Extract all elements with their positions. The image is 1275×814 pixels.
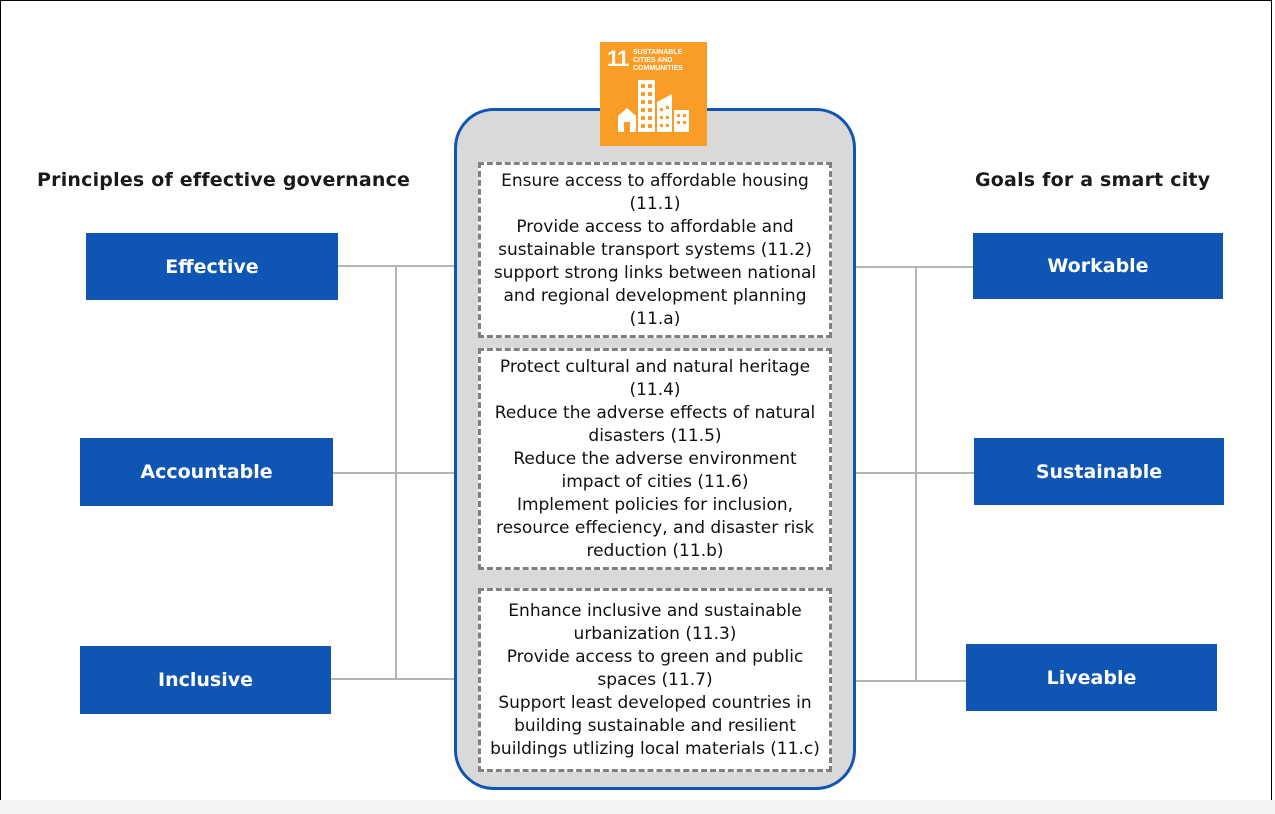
- sdg-11-badge: 11 SUSTAINABLE CITIES AND COMMUNITIES: [600, 42, 707, 146]
- goal-sustainable: Sustainable: [974, 438, 1224, 505]
- goal-workable: Workable: [973, 233, 1223, 299]
- target-group-3: Enhance inclusive and sustainable urbani…: [478, 588, 832, 772]
- sdg-title: SUSTAINABLE CITIES AND COMMUNITIES: [633, 49, 683, 72]
- target-item: Support least developed countries in bui…: [490, 692, 820, 759]
- principles-heading: Principles of effective governance: [37, 169, 411, 191]
- target-item: support strong links between national an…: [493, 262, 817, 329]
- target-group-2: Protect cultural and natural heritage (1…: [478, 348, 832, 570]
- principle-effective: Effective: [86, 233, 338, 300]
- connector-accountable: [333, 472, 480, 474]
- connector-right-vertical: [915, 266, 917, 682]
- target-item: Enhance inclusive and sustainable urbani…: [508, 600, 802, 644]
- connector-sustainable: [832, 472, 974, 474]
- connector-effective: [338, 265, 480, 267]
- target-item: Implement policies for inclusion, resour…: [495, 494, 815, 561]
- city-buildings-icon: [618, 80, 689, 132]
- goal-liveable: Liveable: [966, 644, 1217, 711]
- connector-left-vertical: [395, 265, 397, 680]
- connector-workable: [832, 266, 973, 268]
- bottom-band: [0, 800, 1275, 814]
- target-group-1: Ensure access to affordable housing (11.…: [478, 162, 832, 338]
- connector-liveable: [832, 680, 966, 682]
- goals-heading: Goals for a smart city: [975, 169, 1211, 191]
- principle-accountable: Accountable: [80, 438, 333, 506]
- target-item: Reduce the adverse effects of natural di…: [494, 402, 816, 446]
- target-item: Ensure access to affordable housing (11.…: [501, 170, 809, 214]
- target-item: Provide access to affordable and sustain…: [498, 216, 812, 260]
- sdg-number: 11: [607, 46, 629, 71]
- connector-inclusive: [331, 678, 480, 680]
- target-item: Protect cultural and natural heritage (1…: [499, 356, 811, 400]
- target-item: Reduce the adverse environment impact of…: [513, 448, 797, 492]
- target-item: Provide access to green and public space…: [506, 646, 804, 690]
- principle-inclusive: Inclusive: [80, 646, 331, 714]
